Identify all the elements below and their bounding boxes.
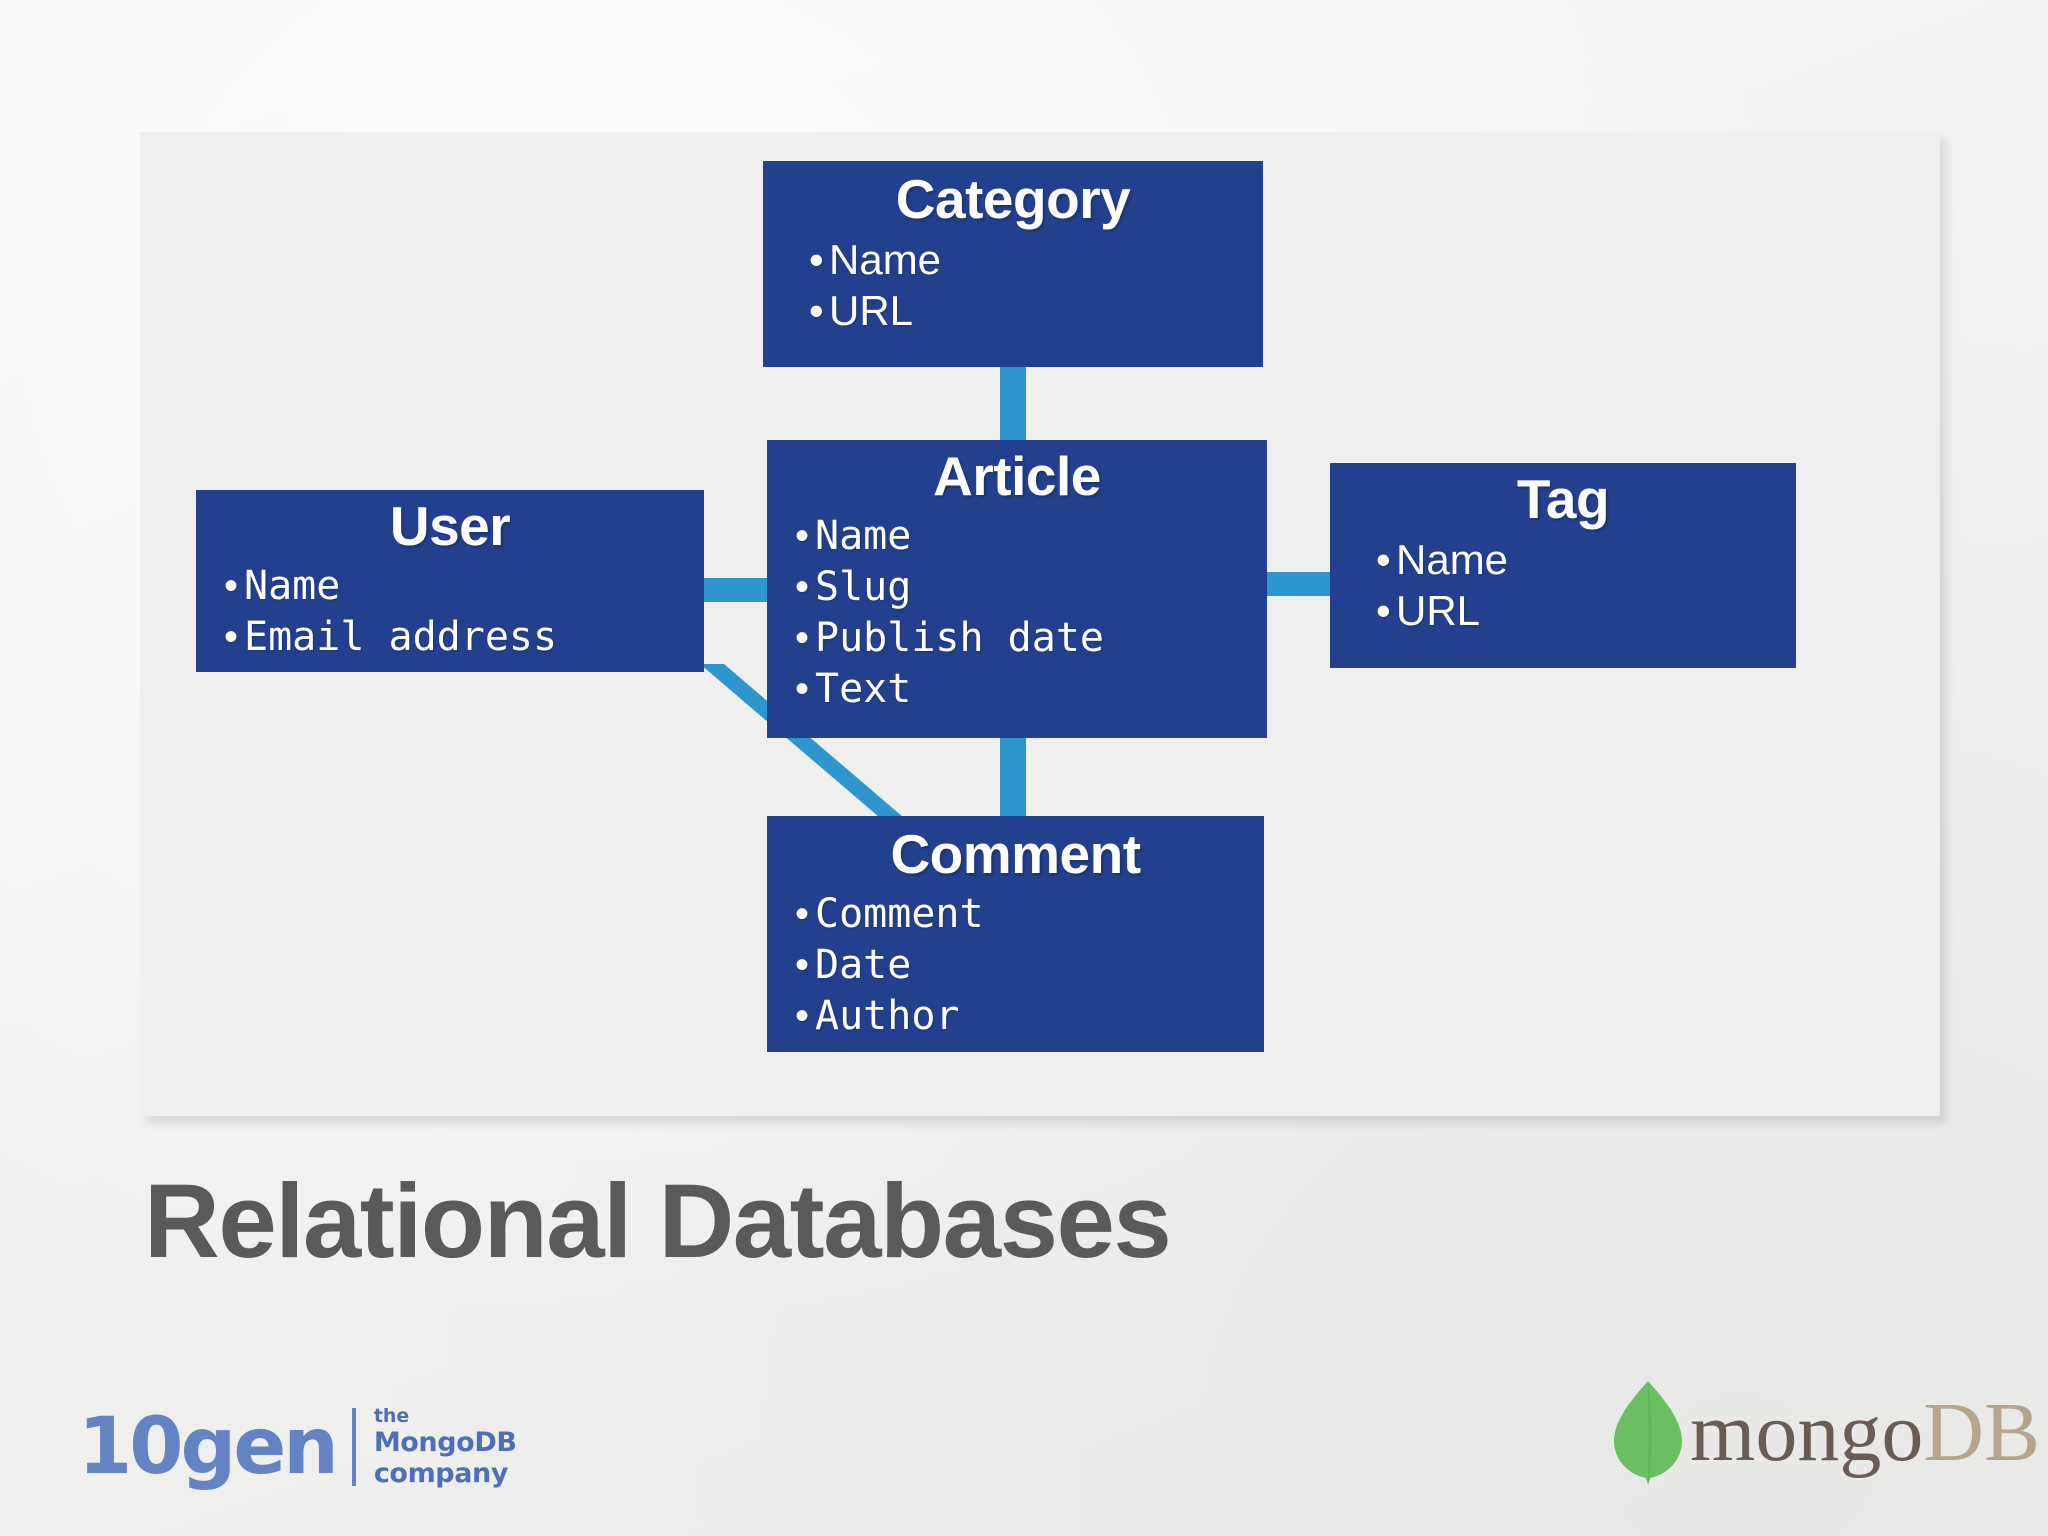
entity-box-user[interactable]: User Name Email address — [196, 490, 704, 672]
tengen-tagline: the MongoDB company — [374, 1405, 517, 1490]
entity-box-tag[interactable]: Tag Name URL — [1330, 463, 1796, 668]
mongodb-word-primary: mongo — [1690, 1386, 1924, 1479]
logo-divider — [351, 1408, 356, 1486]
page-title: Relational Databases — [144, 1163, 1172, 1280]
entity-field: Text — [797, 664, 1267, 715]
entity-title-tag: Tag — [1516, 468, 1610, 530]
tengen-tagline-line3: company — [373, 1458, 509, 1490]
entity-field: URL — [811, 285, 1263, 336]
entity-field: Name — [811, 234, 1263, 285]
entity-fields-comment: Comment Date Author — [767, 889, 1264, 1041]
entity-field: Name — [797, 511, 1267, 562]
entity-box-comment[interactable]: Comment Comment Date Author — [767, 816, 1264, 1052]
tengen-wordmark: 10gen — [78, 1401, 339, 1492]
entity-field: Date — [797, 940, 1264, 991]
mongodb-wordmark: mongo DB — [1690, 1391, 2040, 1475]
entity-fields-tag: Name URL — [1330, 534, 1796, 636]
entity-field: Author — [797, 991, 1264, 1042]
entity-fields-user: Name Email address — [196, 561, 704, 663]
entity-field: Email address — [226, 612, 704, 663]
mongodb-word-secondary: DB — [1923, 1386, 2041, 1479]
slide-panel: Category Name URL Article Name Slug Publ… — [140, 132, 1940, 1116]
connector-article-comment — [1000, 738, 1026, 822]
tengen-tagline-line2: MongoDB — [373, 1426, 517, 1458]
entity-title-article: Article — [933, 445, 1101, 507]
entity-field: Name — [1378, 534, 1796, 585]
entity-title-user: User — [389, 495, 511, 557]
entity-fields-article: Name Slug Publish date Text — [767, 511, 1267, 714]
connector-article-tag — [1258, 572, 1333, 596]
entity-field: Slug — [797, 562, 1267, 613]
entity-field: Name — [226, 561, 704, 612]
mongodb-logo: mongo DB — [1612, 1378, 2040, 1488]
connector-user-article — [703, 578, 773, 602]
entity-box-category[interactable]: Category Name URL — [763, 161, 1263, 367]
entity-box-article[interactable]: Article Name Slug Publish date Text — [767, 440, 1267, 738]
entity-fields-category: Name URL — [763, 234, 1263, 336]
entity-title-category: Category — [895, 168, 1131, 230]
mongodb-leaf-icon — [1614, 1381, 1682, 1485]
tengen-logo: 10gen the MongoDB company — [78, 1404, 517, 1490]
entity-field: Comment — [797, 889, 1264, 940]
entity-title-comment: Comment — [890, 823, 1141, 885]
entity-field: URL — [1378, 585, 1796, 636]
tengen-tagline-line1: the — [373, 1404, 410, 1427]
connector-category-article — [1000, 360, 1026, 442]
entity-field: Publish date — [797, 613, 1267, 664]
